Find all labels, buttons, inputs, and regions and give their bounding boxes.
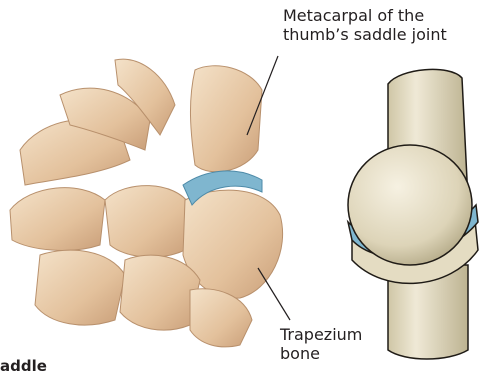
trapezium-label-line2: bone bbox=[280, 344, 362, 363]
saddle-joint-model bbox=[348, 69, 478, 359]
carpal-bone-3 bbox=[35, 250, 125, 325]
trapezium-label: Trapezium bone bbox=[280, 325, 362, 363]
trapezium-leader-line bbox=[258, 268, 290, 320]
carpal-bone-2 bbox=[105, 186, 190, 258]
trapezium-label-line1: Trapezium bbox=[280, 325, 362, 344]
metacarpal-label-line1: Metacarpal of the bbox=[283, 6, 447, 25]
cut-off-heading: addle bbox=[0, 357, 47, 375]
model-ball-head bbox=[348, 145, 472, 265]
metacarpal-label: Metacarpal of the thumb’s saddle joint bbox=[283, 6, 447, 44]
hand-bones-illustration bbox=[10, 59, 283, 347]
thumb-metacarpal bbox=[190, 66, 262, 172]
metacarpal-label-line2: thumb’s saddle joint bbox=[283, 25, 447, 44]
carpal-bone-4 bbox=[120, 255, 200, 330]
carpal-bone-1 bbox=[10, 188, 105, 251]
